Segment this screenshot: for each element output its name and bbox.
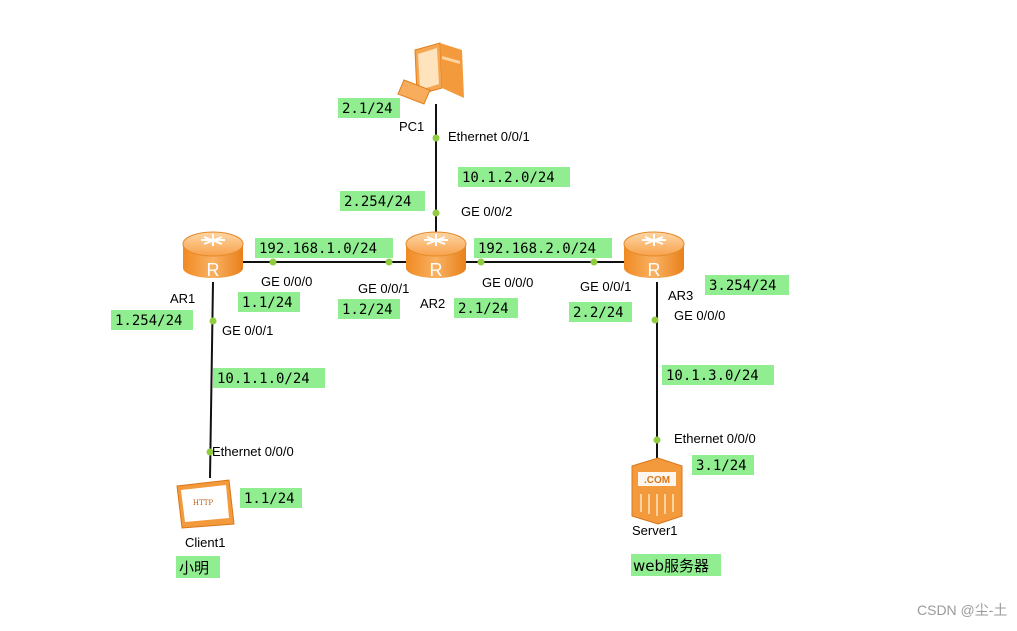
- address-tag: 2.254/24: [344, 194, 411, 210]
- client1-label: Client1: [185, 535, 225, 550]
- address-tag: 3.1/24: [696, 458, 747, 474]
- address-tag: 192.168.2.0/24: [478, 241, 596, 257]
- port-dot: [432, 209, 440, 217]
- router-ar2-icon[interactable]: R: [405, 231, 467, 280]
- interface-label: GE 0/0/0: [674, 308, 725, 323]
- watermark: CSDN @尘-土: [917, 602, 1007, 618]
- address-tag: 1.254/24: [115, 313, 182, 329]
- interface-label: Ethernet 0/0/0: [674, 431, 756, 446]
- router-ar1-icon[interactable]: R: [182, 231, 244, 280]
- ar2-label: AR2: [420, 296, 445, 311]
- address-tags: 2.1/24 10.1.2.0/24 2.254/24 192.168.1.0/…: [111, 98, 789, 578]
- port-dot: [269, 258, 277, 266]
- ar3-label: AR3: [668, 288, 693, 303]
- address-tag: 10.1.2.0/24: [462, 170, 555, 186]
- address-tag: 192.168.1.0/24: [259, 241, 377, 257]
- server-icon-text: .COM: [644, 475, 670, 486]
- router-glyph: R: [648, 260, 661, 280]
- port-dot: [651, 316, 659, 324]
- address-tag: 1.2/24: [342, 302, 393, 318]
- router-glyph: R: [430, 260, 443, 280]
- address-tag: 10.1.1.0/24: [217, 371, 310, 387]
- address-tag: 2.2/24: [573, 305, 624, 321]
- port-dots: [206, 134, 661, 456]
- router-ar3-icon[interactable]: R: [623, 231, 685, 280]
- address-tag: 1.1/24: [244, 491, 295, 507]
- port-dot: [432, 134, 440, 142]
- address-tag: 1.1/24: [242, 295, 293, 311]
- interface-label: Ethernet 0/0/0: [212, 444, 294, 459]
- address-tag: 10.1.3.0/24: [666, 368, 759, 384]
- interface-label: GE 0/0/1: [358, 281, 409, 296]
- interface-label: GE 0/0/1: [580, 279, 631, 294]
- link-ar1-client1: [209, 281, 214, 479]
- interface-label: GE 0/0/0: [482, 275, 533, 290]
- port-dot: [209, 317, 217, 325]
- server-note: web服务器: [633, 557, 709, 575]
- client-note: 小明: [179, 559, 209, 577]
- address-tag: 2.1/24: [342, 101, 393, 117]
- port-dot: [590, 258, 598, 266]
- client-icon-text: HTTP: [193, 499, 214, 507]
- client-icon[interactable]: HTTP: [176, 479, 235, 529]
- port-dot: [206, 448, 214, 456]
- interface-label: Ethernet 0/0/1: [448, 129, 530, 144]
- port-dot: [477, 258, 485, 266]
- ar1-label: AR1: [170, 291, 195, 306]
- server-icon[interactable]: .COM: [631, 457, 683, 525]
- address-tag: 3.254/24: [709, 278, 776, 294]
- server1-label: Server1: [632, 523, 678, 538]
- port-dot: [653, 436, 661, 444]
- pc1-label: PC1: [399, 119, 424, 134]
- pc-icon[interactable]: [397, 42, 464, 105]
- interface-label: GE 0/0/0: [261, 274, 312, 289]
- interface-label: GE 0/0/2: [461, 204, 512, 219]
- router-glyph: R: [207, 260, 220, 280]
- address-tag: 2.1/24: [458, 301, 509, 317]
- interface-label: GE 0/0/1: [222, 323, 273, 338]
- port-dot: [385, 258, 393, 266]
